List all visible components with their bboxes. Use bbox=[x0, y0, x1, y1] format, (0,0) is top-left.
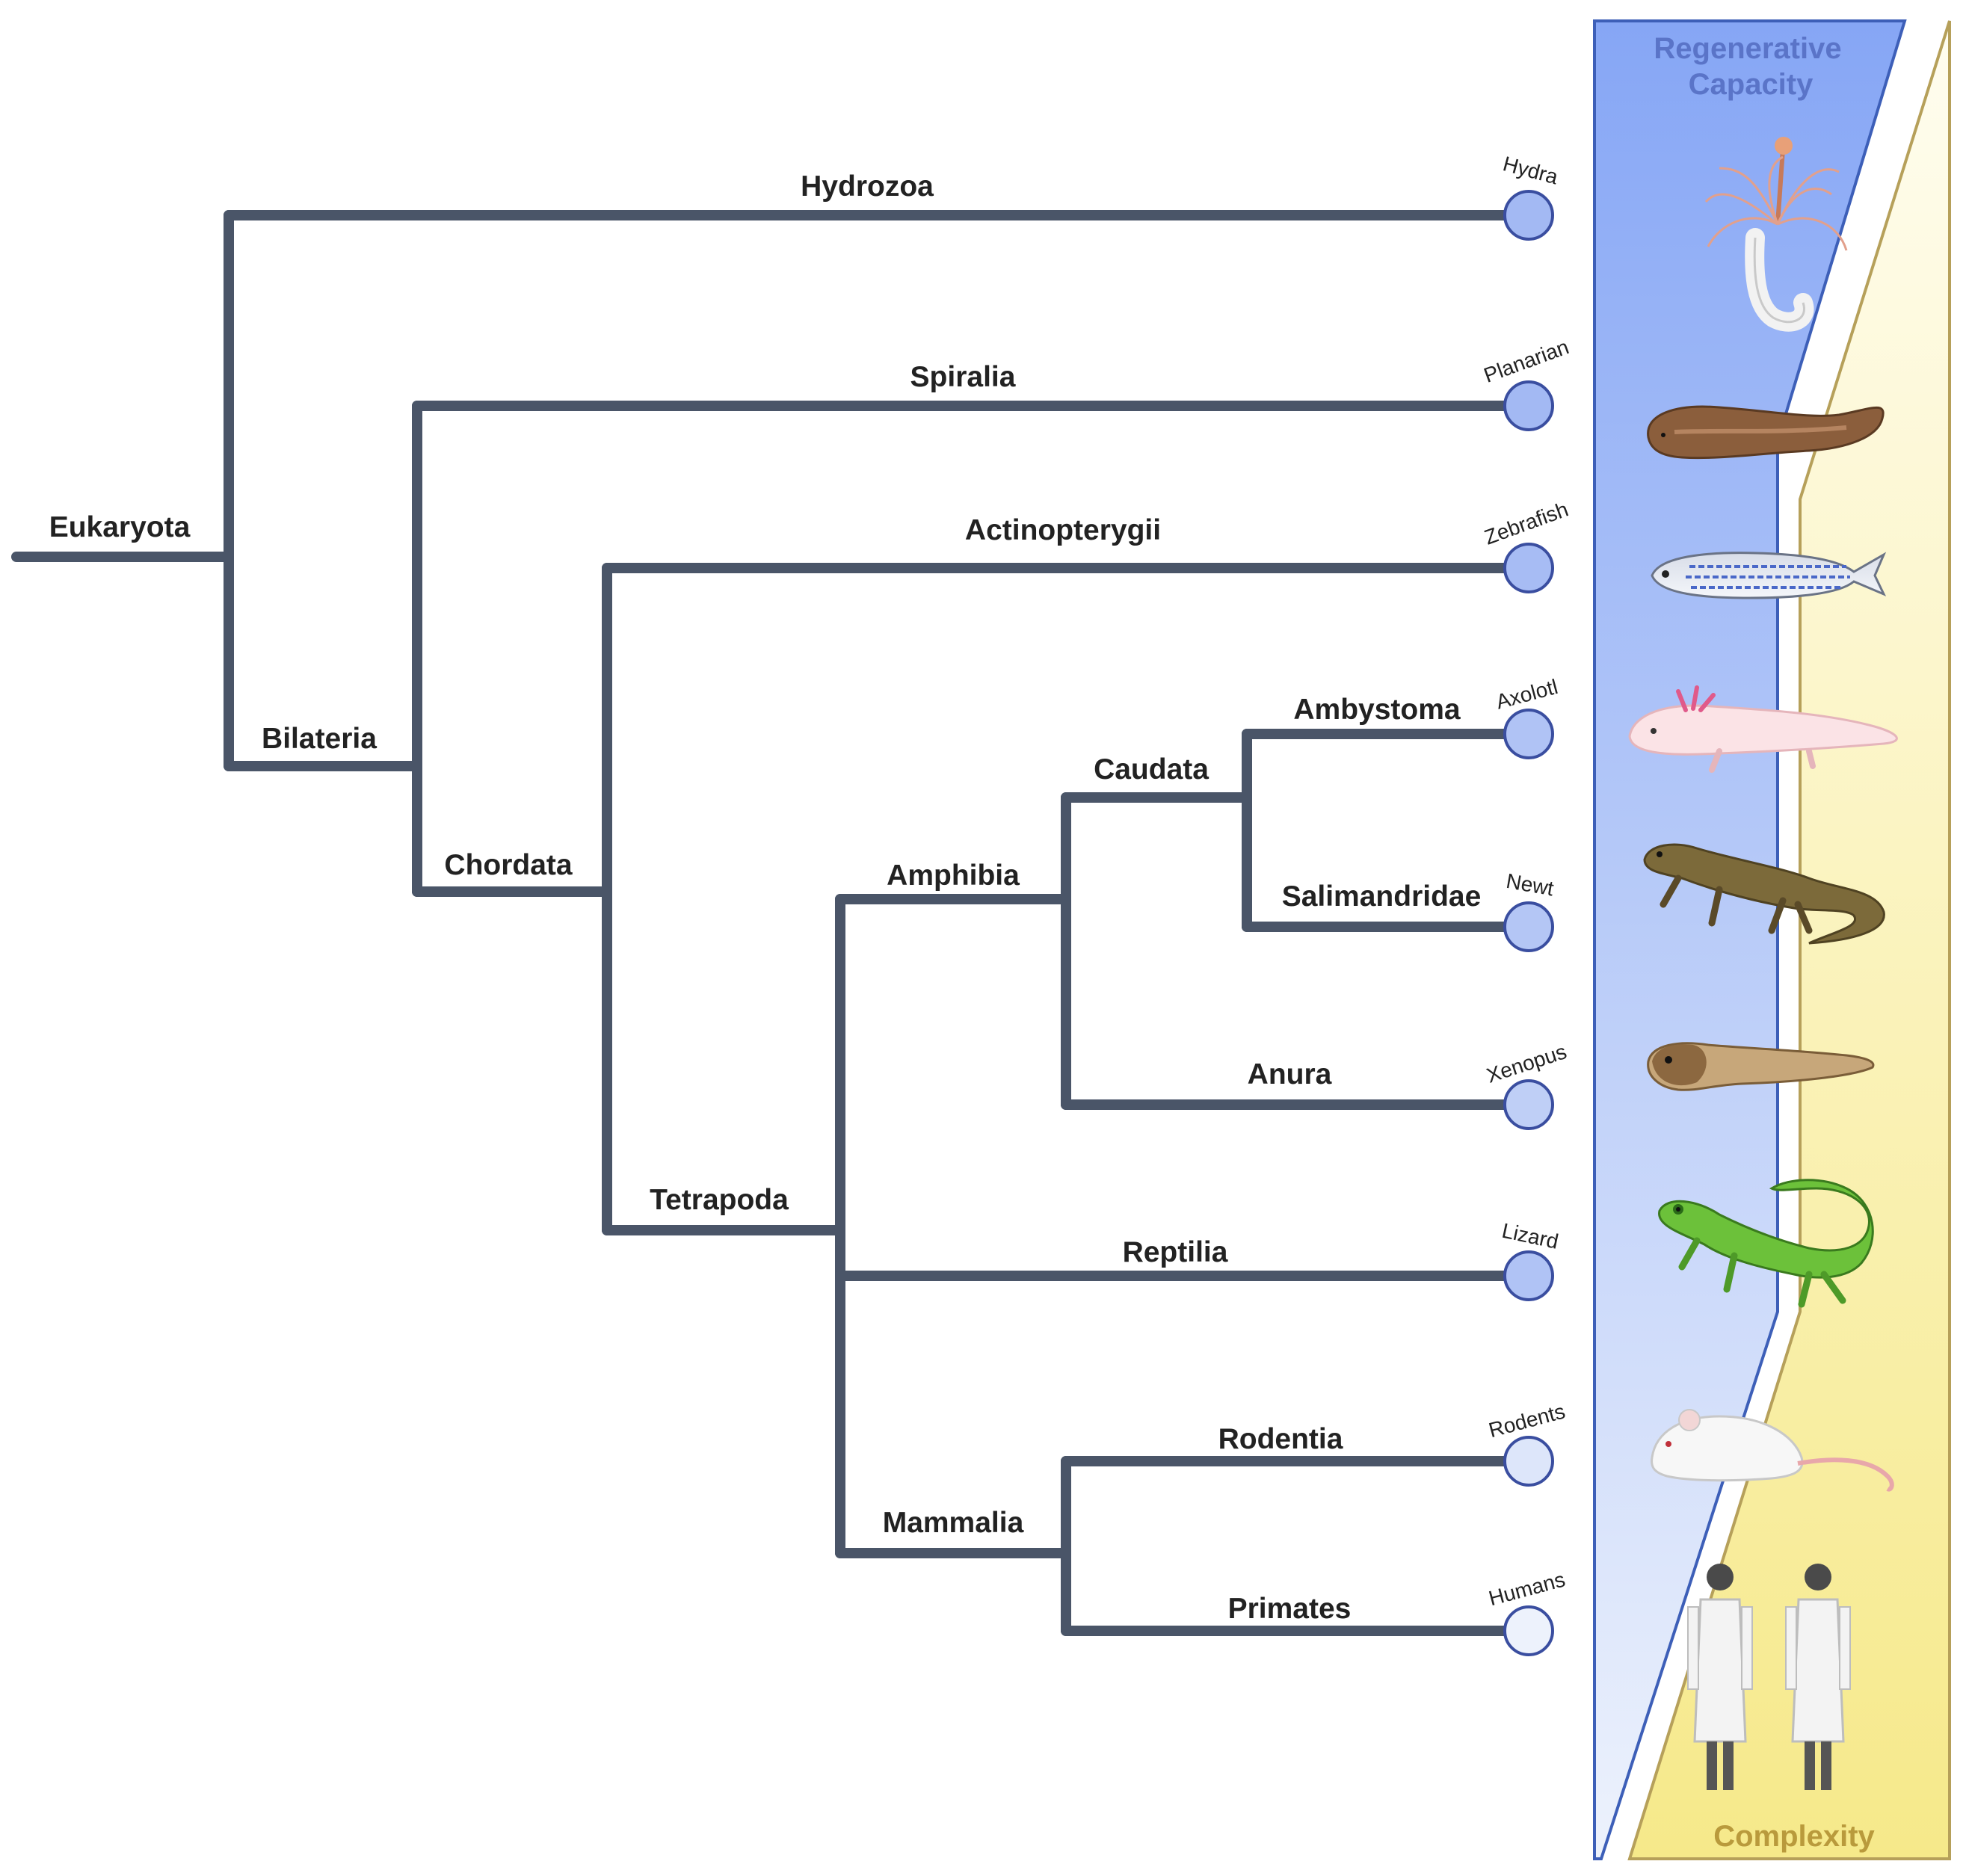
tetrapoda-label: Tetrapoda bbox=[650, 1184, 789, 1216]
human-figure-left bbox=[1687, 1564, 1753, 1790]
zebrafish-illustration bbox=[1651, 552, 1887, 599]
primates-label: Primates bbox=[1228, 1593, 1352, 1625]
zebrafish-node bbox=[1503, 543, 1554, 593]
axolotl-illustration bbox=[1628, 685, 1898, 773]
spiralia-label: Spiralia bbox=[910, 361, 1016, 393]
hydra-label: Hydra bbox=[1500, 152, 1561, 188]
hydra-illustration bbox=[1704, 137, 1848, 332]
lizard-label: Lizard bbox=[1500, 1219, 1560, 1253]
humans-node bbox=[1503, 1605, 1554, 1656]
newt-label: Newt bbox=[1505, 869, 1556, 901]
xenopus-tadpole-illustration bbox=[1647, 1042, 1875, 1091]
caudata-label: Caudata bbox=[1094, 753, 1209, 786]
regenerative-capacity-title-line2: Capacity bbox=[1689, 68, 1814, 101]
humans-illustration bbox=[1687, 1564, 1851, 1790]
hydra-node bbox=[1503, 190, 1554, 241]
amphibia-label: Amphibia bbox=[887, 860, 1020, 892]
complexity-title: Complexity bbox=[1713, 1820, 1875, 1853]
chordata-label: Chordata bbox=[444, 849, 572, 881]
planarian-node bbox=[1503, 380, 1554, 431]
actinopterygii-label: Actinopterygii bbox=[965, 514, 1161, 546]
xenopus-node bbox=[1503, 1079, 1554, 1130]
humans-label: Humans bbox=[1486, 1567, 1568, 1610]
tree-branches bbox=[11, 210, 1534, 1636]
human-figure-right bbox=[1785, 1564, 1851, 1790]
hydrozoa-label: Hydrozoa bbox=[801, 170, 934, 203]
rodentia-label: Rodentia bbox=[1218, 1423, 1343, 1455]
anura-label: Anura bbox=[1248, 1058, 1332, 1090]
axolotl-label: Axolotl bbox=[1494, 675, 1560, 714]
regenerative-capacity-panel bbox=[1593, 19, 1907, 1860]
axolotl-node bbox=[1503, 709, 1554, 759]
leaf-nodes bbox=[1503, 190, 1554, 1656]
lizard-node bbox=[1503, 1250, 1554, 1301]
mouse-illustration bbox=[1651, 1409, 1894, 1492]
rodents-label: Rodents bbox=[1486, 1399, 1568, 1442]
mammalia-label: Mammalia bbox=[883, 1507, 1024, 1539]
newt-illustration bbox=[1643, 843, 1885, 945]
regenerative-capacity-title-line1: Regenerative bbox=[1654, 32, 1841, 65]
bilateria-label: Bilateria bbox=[262, 723, 377, 755]
reptilia-label: Reptilia bbox=[1123, 1236, 1228, 1268]
rodents-node bbox=[1503, 1436, 1554, 1487]
eukaryota-label: Eukaryota bbox=[49, 511, 191, 543]
newt-node bbox=[1503, 901, 1554, 952]
zebrafish-label: Zebrafish bbox=[1482, 498, 1571, 549]
planarian-illustration bbox=[1647, 405, 1885, 460]
salimandridae-label: Salimandridae bbox=[1282, 880, 1482, 913]
lizard-illustration bbox=[1658, 1179, 1874, 1308]
planarian-label: Planarian bbox=[1481, 335, 1572, 387]
ambystoma-label: Ambystoma bbox=[1293, 694, 1461, 726]
